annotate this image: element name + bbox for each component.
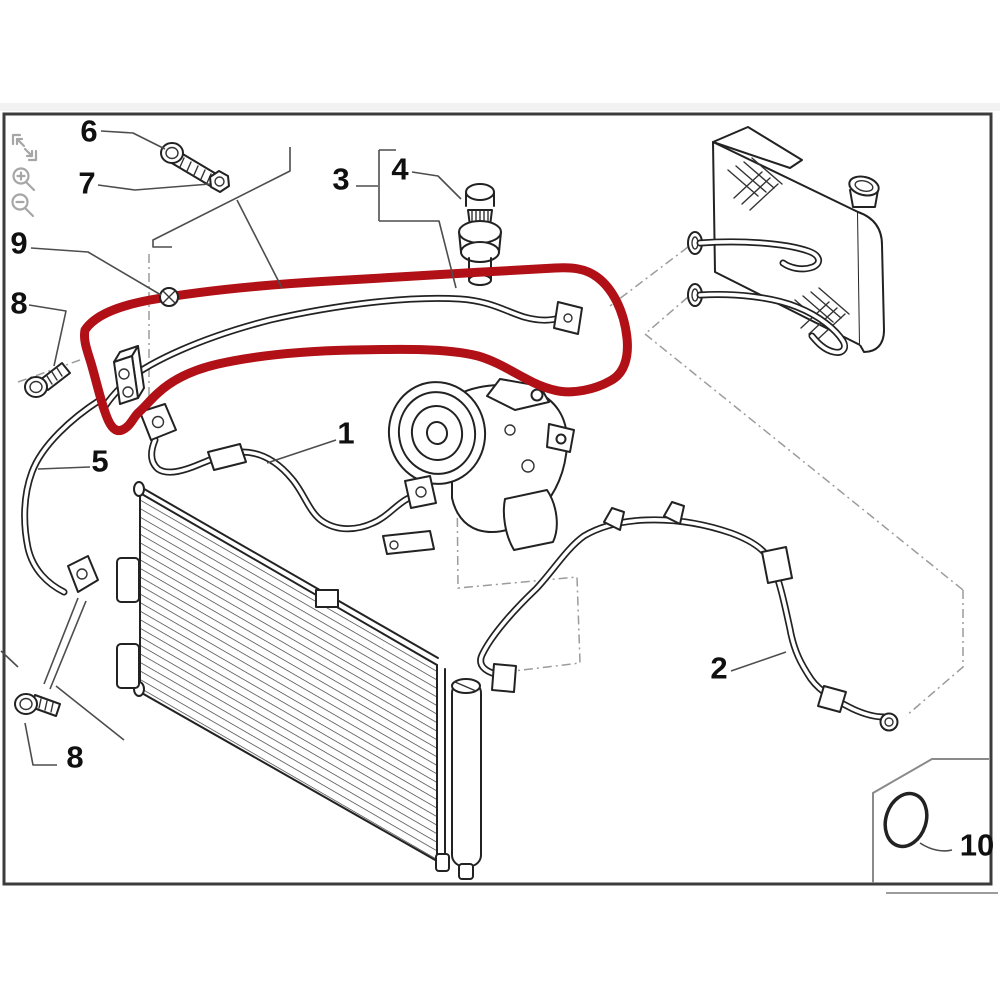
heater-core-drawing [687, 126, 885, 356]
condenser-left-tab [116, 643, 140, 689]
callout-1[interactable]: 1 [337, 415, 355, 451]
callout-8-lower[interactable]: 8 [66, 739, 84, 775]
o-ring-10 [883, 791, 929, 849]
callout-leader-lines [24, 130, 953, 852]
callout-5[interactable]: 5 [91, 443, 109, 479]
fit-view-icon[interactable] [11, 133, 38, 162]
callout-10[interactable]: 10 [959, 827, 995, 863]
top-divider-band [0, 103, 1000, 111]
callout-3[interactable]: 3 [332, 161, 350, 197]
zoom-in-icon[interactable] [12, 167, 36, 192]
zoom-out-icon[interactable] [11, 193, 35, 218]
callout-8-upper[interactable]: 8 [10, 285, 28, 321]
screw-9 [159, 287, 179, 307]
hose-1-drawing [148, 436, 437, 555]
bolt-8-upper [24, 362, 71, 398]
bolt-8-lower [14, 693, 61, 717]
compressor-drawing [387, 378, 575, 551]
bolt-6 [160, 142, 219, 188]
callout-4[interactable]: 4 [391, 151, 409, 187]
receiver-drier [451, 678, 482, 880]
condenser-left-tab [116, 557, 140, 603]
callout-9[interactable]: 9 [10, 225, 28, 261]
pipe-3-drawing [100, 294, 583, 441]
leader-lines-lower-left [0, 597, 125, 741]
condenser-drawing [116, 481, 482, 880]
pipe-5-drawing [21, 396, 104, 596]
pipe-5-clamp [67, 555, 99, 593]
callout-6[interactable]: 6 [80, 113, 98, 149]
o-ring-callout [872, 758, 989, 883]
compressor-pulley [387, 381, 487, 485]
hose-2-drawing [477, 501, 899, 732]
highlighted-pipe-assembly-3[interactable] [80, 263, 632, 436]
callout-2[interactable]: 2 [710, 650, 728, 686]
callout-7[interactable]: 7 [78, 165, 96, 201]
nut-7 [209, 170, 230, 193]
